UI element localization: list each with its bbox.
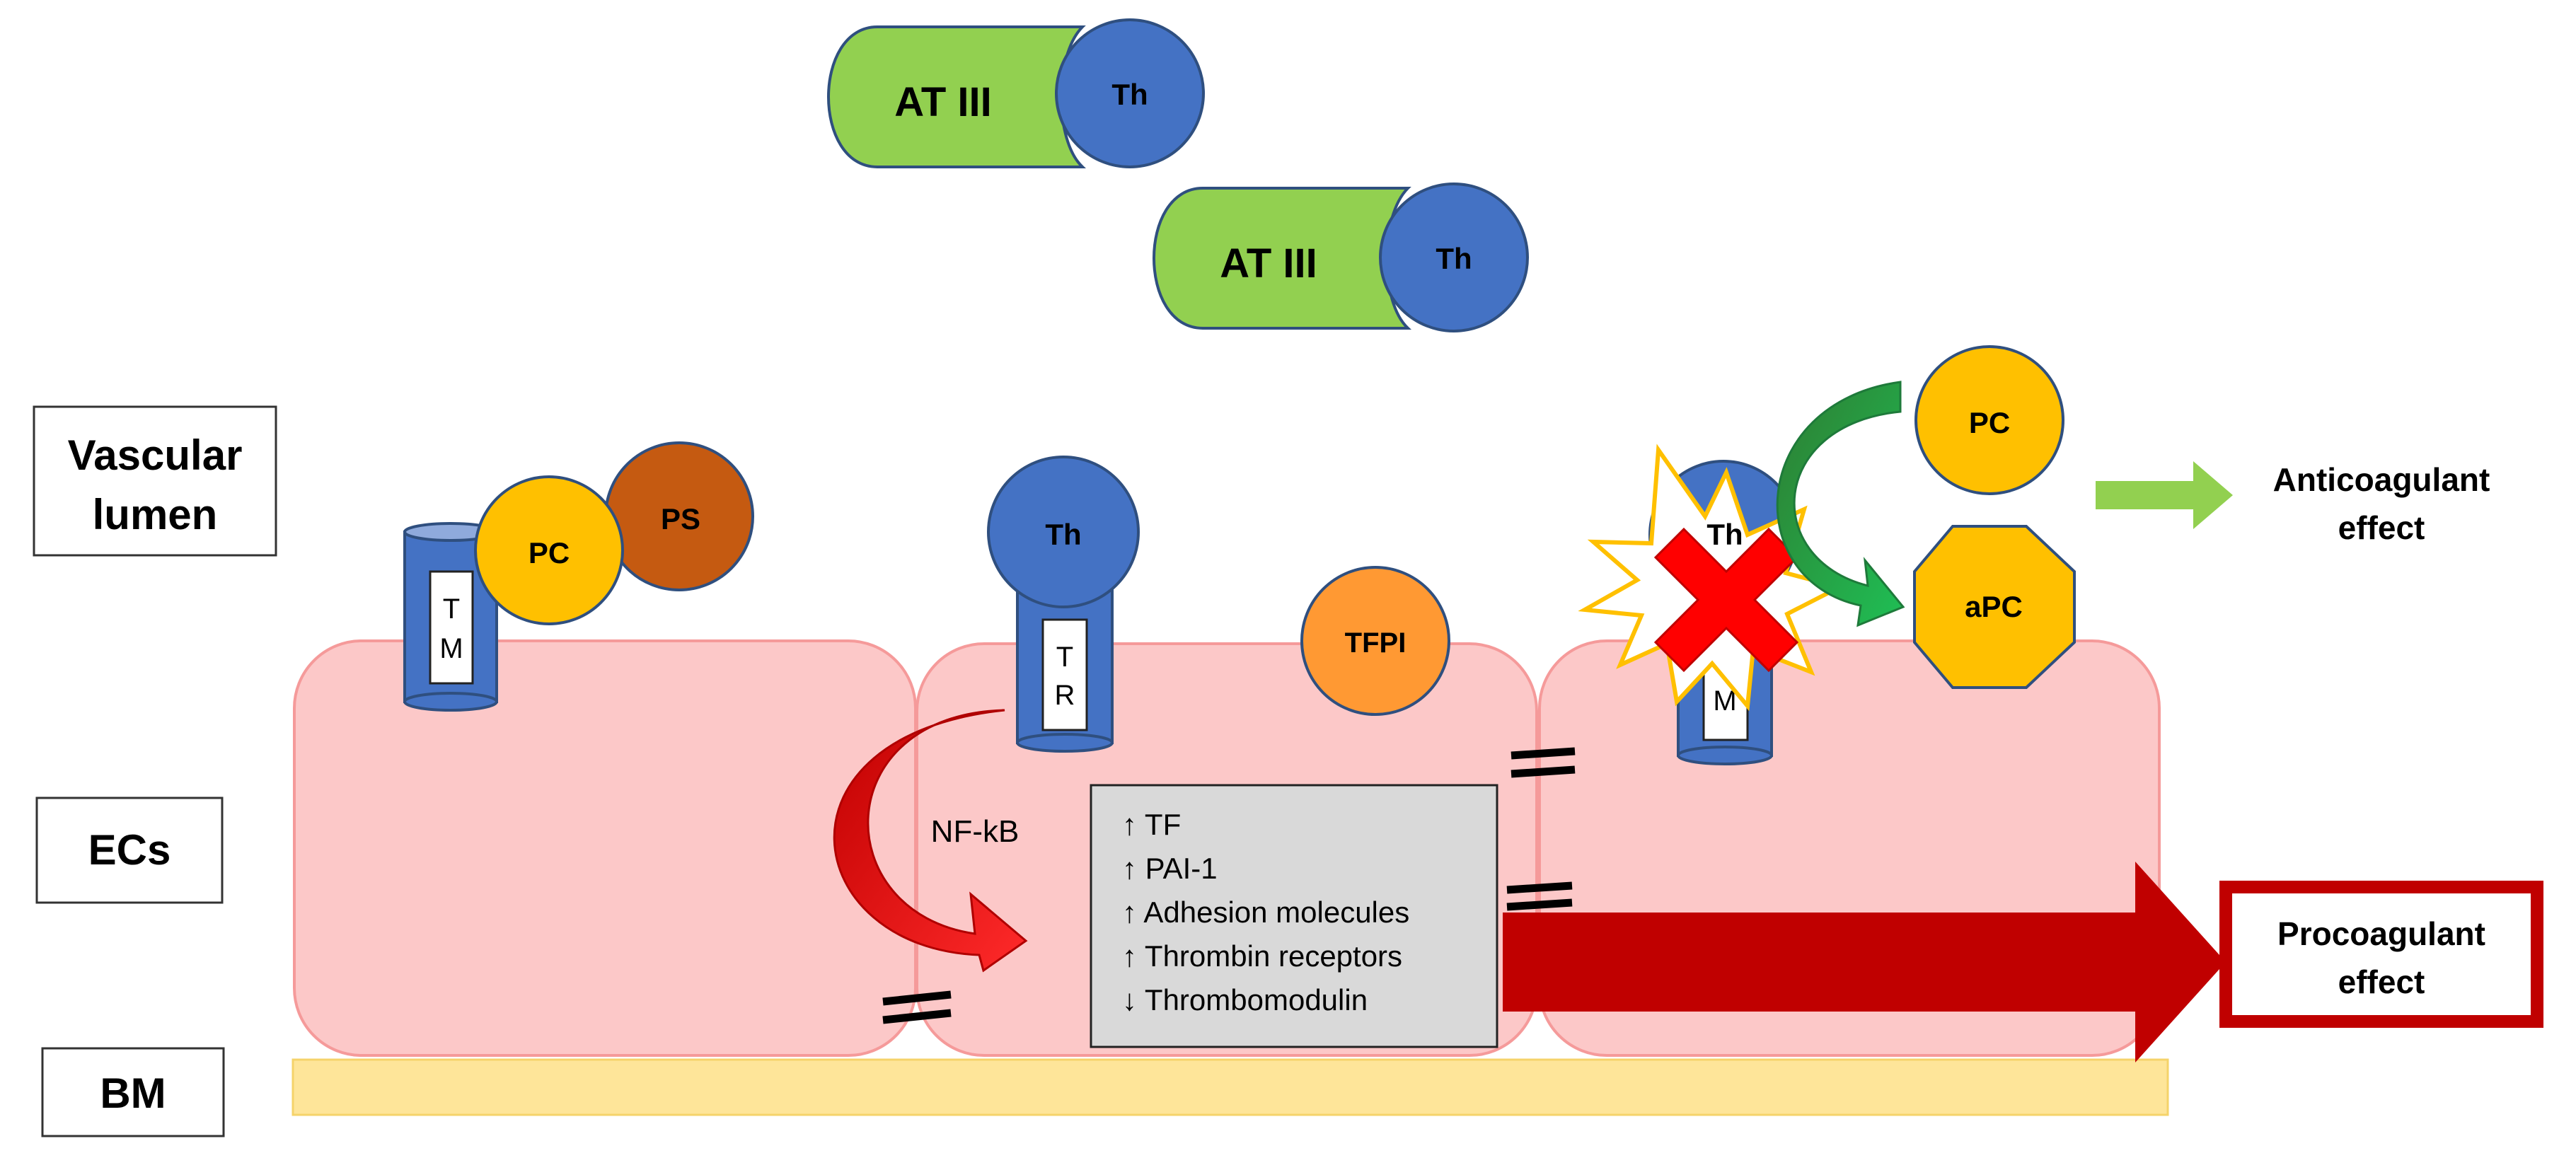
anticoagulant-line2: effect (2338, 509, 2425, 546)
blocked-x-icon (1653, 527, 1799, 673)
vascular-lumen-line2: lumen (93, 491, 218, 538)
vascular-lumen-line1: Vascular (68, 431, 243, 479)
procoagulant-effect-box: Procoagulant effect (2219, 881, 2543, 1028)
junction-mark-3 (882, 990, 952, 1024)
ecs-label: ECs (35, 797, 224, 904)
ecs-text: ECs (88, 826, 171, 874)
at3-thrombin-complex-1: AT III Th (827, 18, 1205, 168)
at3-thrombin-complex-2: AT III Th (1153, 183, 1529, 332)
effects-box: ↑ TF ↑ PAI-1 ↑ Adhesion molecules ↑ Thro… (1090, 784, 1498, 1048)
nfkb-curved-arrow (833, 709, 1028, 973)
tm-label-line1: T (443, 593, 460, 625)
procoagulant-arrow (1503, 862, 2226, 1062)
thrombin-circle (1055, 18, 1205, 168)
apc-label: aPC (1965, 590, 2023, 623)
protein-s: PS (604, 441, 754, 591)
pc-label: PC (529, 536, 570, 569)
thrombin-cell2: Th (987, 456, 1140, 608)
activated-protein-c: aPC (1913, 525, 2076, 689)
protein-c-cell1: PC (474, 475, 624, 625)
anticoagulant-effect-label: Anticoagulant effect (2273, 461, 2490, 546)
thrombin-label: Th (1111, 78, 1148, 111)
vascular-lumen-label: Vascular lumen (33, 405, 277, 557)
pc-label: PC (1969, 406, 2010, 439)
thrombin-label: Th (1706, 518, 1743, 551)
anticoagulant-line1: Anticoagulant (2273, 461, 2490, 498)
thrombin-circle (1379, 183, 1529, 332)
effect-item-4: ↑ Thrombin receptors (1122, 939, 1402, 973)
tm-label-line2: M (439, 633, 463, 664)
protein-c-cell3: PC (1914, 345, 2064, 495)
tfpi-label: TFPI (1345, 627, 1407, 659)
tfpi: TFPI (1300, 566, 1450, 716)
nfkb-label: NF-kB (931, 814, 1020, 849)
thrombin-label: Th (1045, 518, 1081, 551)
basement-membrane (291, 1058, 2169, 1116)
junction-mark-2 (1506, 881, 1573, 911)
pc-activation-arrow (1776, 381, 1905, 627)
tr-label-line2: R (1055, 680, 1075, 711)
effect-item-1: ↑ TF (1122, 808, 1181, 841)
at3-label: AT III (1220, 241, 1317, 286)
bm-label: BM (41, 1047, 225, 1137)
effect-item-5: ↓ Thrombomodulin (1122, 983, 1368, 1016)
thrombin-label: Th (1436, 242, 1472, 275)
junction-mark-1 (1511, 747, 1576, 778)
procoagulant-line2: effect (2338, 963, 2425, 1000)
bm-text: BM (100, 1070, 166, 1117)
at3-label: AT III (894, 79, 991, 125)
effect-item-3: ↑ Adhesion molecules (1122, 896, 1409, 929)
effect-item-2: ↑ PAI-1 (1122, 852, 1218, 885)
tr-label-line1: T (1056, 642, 1073, 673)
endothelial-cell-1 (293, 639, 917, 1057)
anticoagulant-arrow (2096, 461, 2233, 529)
ps-label: PS (661, 502, 700, 535)
procoagulant-line1: Procoagulant (2277, 915, 2485, 952)
